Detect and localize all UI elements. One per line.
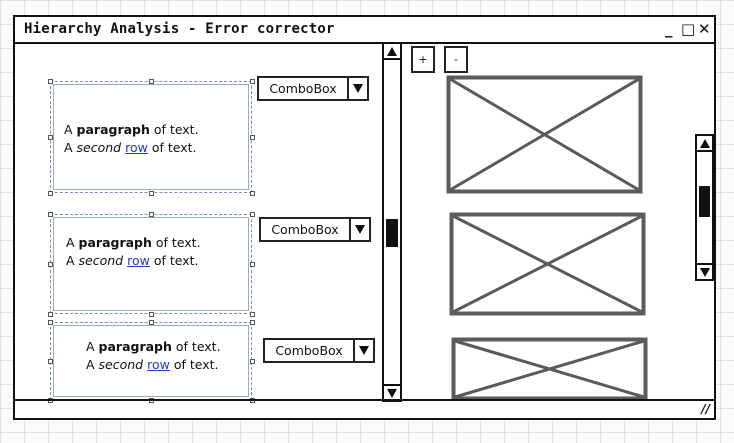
text-panel-3[interactable]: A paragraph of text. A second row of tex… <box>48 320 255 403</box>
para-bold: paragraph <box>78 235 152 250</box>
para-prefix: A <box>66 235 79 250</box>
para-suffix: of text. <box>149 122 199 137</box>
line2-italic: second <box>78 253 124 268</box>
resize-handle[interactable] <box>48 212 53 217</box>
zoom-out-button[interactable]: - <box>444 46 468 73</box>
dropdown-arrow-icon[interactable] <box>347 78 367 99</box>
resize-handle[interactable] <box>48 262 53 267</box>
scroll-down-icon[interactable] <box>697 263 712 279</box>
resize-handle[interactable] <box>149 312 154 317</box>
resize-handle[interactable] <box>250 262 255 267</box>
resize-handle[interactable] <box>149 320 154 325</box>
combobox-1[interactable]: ComboBox <box>257 76 369 101</box>
close-icon[interactable]: ✕ <box>698 20 711 38</box>
resize-handle[interactable] <box>149 191 154 196</box>
line2-suffix: of text. <box>147 140 197 155</box>
right-pane-scrollbar[interactable] <box>695 134 714 281</box>
resize-handle[interactable] <box>250 359 255 364</box>
combobox-value: ComboBox <box>269 81 337 96</box>
image-placeholder-icon <box>449 212 646 316</box>
maximize-icon[interactable]: □ <box>681 20 696 38</box>
scroll-up-icon[interactable] <box>697 136 712 152</box>
paragraph-text-2: A paragraph of text. A second row of tex… <box>66 234 201 270</box>
combobox-2[interactable]: ComboBox <box>259 217 371 242</box>
line2-prefix: A <box>64 140 77 155</box>
text-panel-1[interactable]: A paragraph of text. A second row of tex… <box>48 79 255 196</box>
resize-handle[interactable] <box>48 135 53 140</box>
minimize-icon[interactable]: _ <box>665 20 673 38</box>
resize-handle[interactable] <box>250 191 255 196</box>
line2-prefix: A <box>66 253 79 268</box>
resize-handle[interactable] <box>149 79 154 84</box>
text-panel-2[interactable]: A paragraph of text. A second row of tex… <box>48 212 255 317</box>
line2-suffix: of text. <box>169 357 219 372</box>
scroll-down-icon[interactable] <box>384 384 400 400</box>
resize-handle[interactable] <box>250 79 255 84</box>
resize-handle[interactable] <box>48 191 53 196</box>
line2-prefix: A <box>86 357 99 372</box>
resize-handle[interactable] <box>250 312 255 317</box>
para-bold: paragraph <box>76 122 150 137</box>
dropdown-arrow-icon[interactable] <box>349 219 369 240</box>
image-placeholder-icon <box>446 75 643 194</box>
para-bold: paragraph <box>98 339 172 354</box>
image-placeholder-icon <box>451 337 648 401</box>
para-suffix: of text. <box>151 235 201 250</box>
window-title: Hierarchy Analysis - Error corrector <box>24 21 335 37</box>
line2-italic: second <box>76 140 122 155</box>
left-pane-scrollbar[interactable] <box>382 42 402 402</box>
combobox-3[interactable]: ComboBox <box>263 338 375 363</box>
line2-suffix: of text. <box>149 253 199 268</box>
scroll-thumb[interactable] <box>699 186 710 217</box>
resize-handle[interactable] <box>149 212 154 217</box>
combobox-value: ComboBox <box>275 343 343 358</box>
status-bar: // <box>15 399 714 418</box>
line2-italic: second <box>98 357 144 372</box>
resize-grip-icon[interactable]: // <box>701 402 710 416</box>
row-link[interactable]: row <box>125 140 148 155</box>
para-suffix: of text. <box>171 339 221 354</box>
resize-handle[interactable] <box>48 359 53 364</box>
resize-handle[interactable] <box>250 212 255 217</box>
para-prefix: A <box>64 122 77 137</box>
resize-handle[interactable] <box>48 320 53 325</box>
combobox-value: ComboBox <box>271 222 339 237</box>
resize-handle[interactable] <box>250 135 255 140</box>
scroll-up-icon[interactable] <box>384 44 400 60</box>
zoom-in-button[interactable]: + <box>411 46 435 73</box>
row-link[interactable]: row <box>127 253 150 268</box>
app-window: Hierarchy Analysis - Error corrector _ □… <box>13 15 716 420</box>
resize-handle[interactable] <box>48 312 53 317</box>
para-prefix: A <box>86 339 99 354</box>
title-bar: Hierarchy Analysis - Error corrector _ □… <box>15 17 714 44</box>
resize-handle[interactable] <box>48 79 53 84</box>
scroll-thumb[interactable] <box>386 219 398 247</box>
dropdown-arrow-icon[interactable] <box>353 340 373 361</box>
paragraph-text-3: A paragraph of text. A second row of tex… <box>86 338 221 374</box>
paragraph-text-1: A paragraph of text. A second row of tex… <box>64 121 199 157</box>
resize-handle[interactable] <box>250 320 255 325</box>
row-link[interactable]: row <box>147 357 170 372</box>
